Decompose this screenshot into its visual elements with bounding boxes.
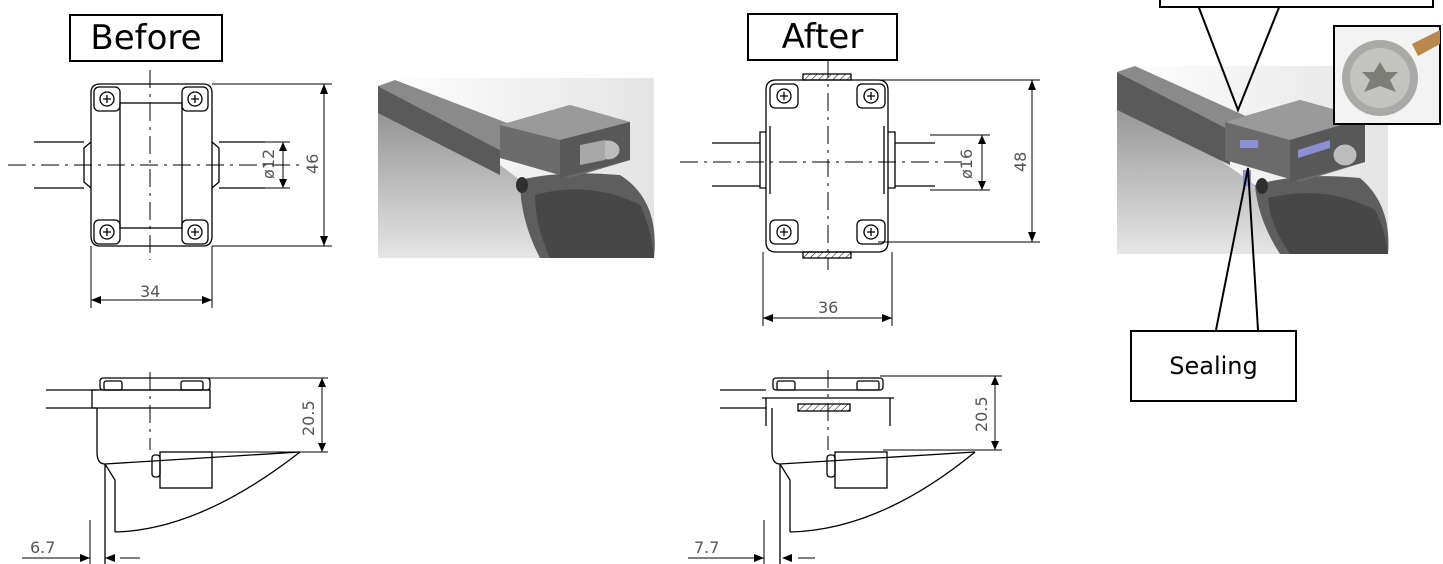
before-side-view [22,372,328,564]
after-offset-dim: 7.7 [694,538,720,557]
top-callout-box [1159,0,1434,8]
after-label: After [747,13,898,61]
screw-icon [769,83,886,245]
before-offset-dim: 6.7 [30,538,56,557]
after-side-view [688,370,1002,564]
before-3d-render [378,78,655,258]
after-3d-render [1117,66,1389,254]
after-cable-dia-dim: ø16 [957,148,976,179]
before-label: Before [69,14,223,62]
sealing-label: Sealing [1130,330,1297,402]
callout-pointers [1195,0,1283,331]
before-width-dim: 34 [140,282,161,301]
before-cable-dia-dim: ø12 [259,148,278,179]
after-top-view [680,60,1040,326]
after-height-dim: 48 [1011,151,1030,172]
after-width-dim: 36 [818,298,839,317]
before-depth-dim: 20.5 [299,400,318,436]
before-height-dim: 46 [303,153,322,174]
after-depth-dim: 20.5 [972,396,991,432]
before-top-view [8,70,332,308]
screw-icon [93,86,209,245]
screw-photo-inset [1333,25,1441,125]
